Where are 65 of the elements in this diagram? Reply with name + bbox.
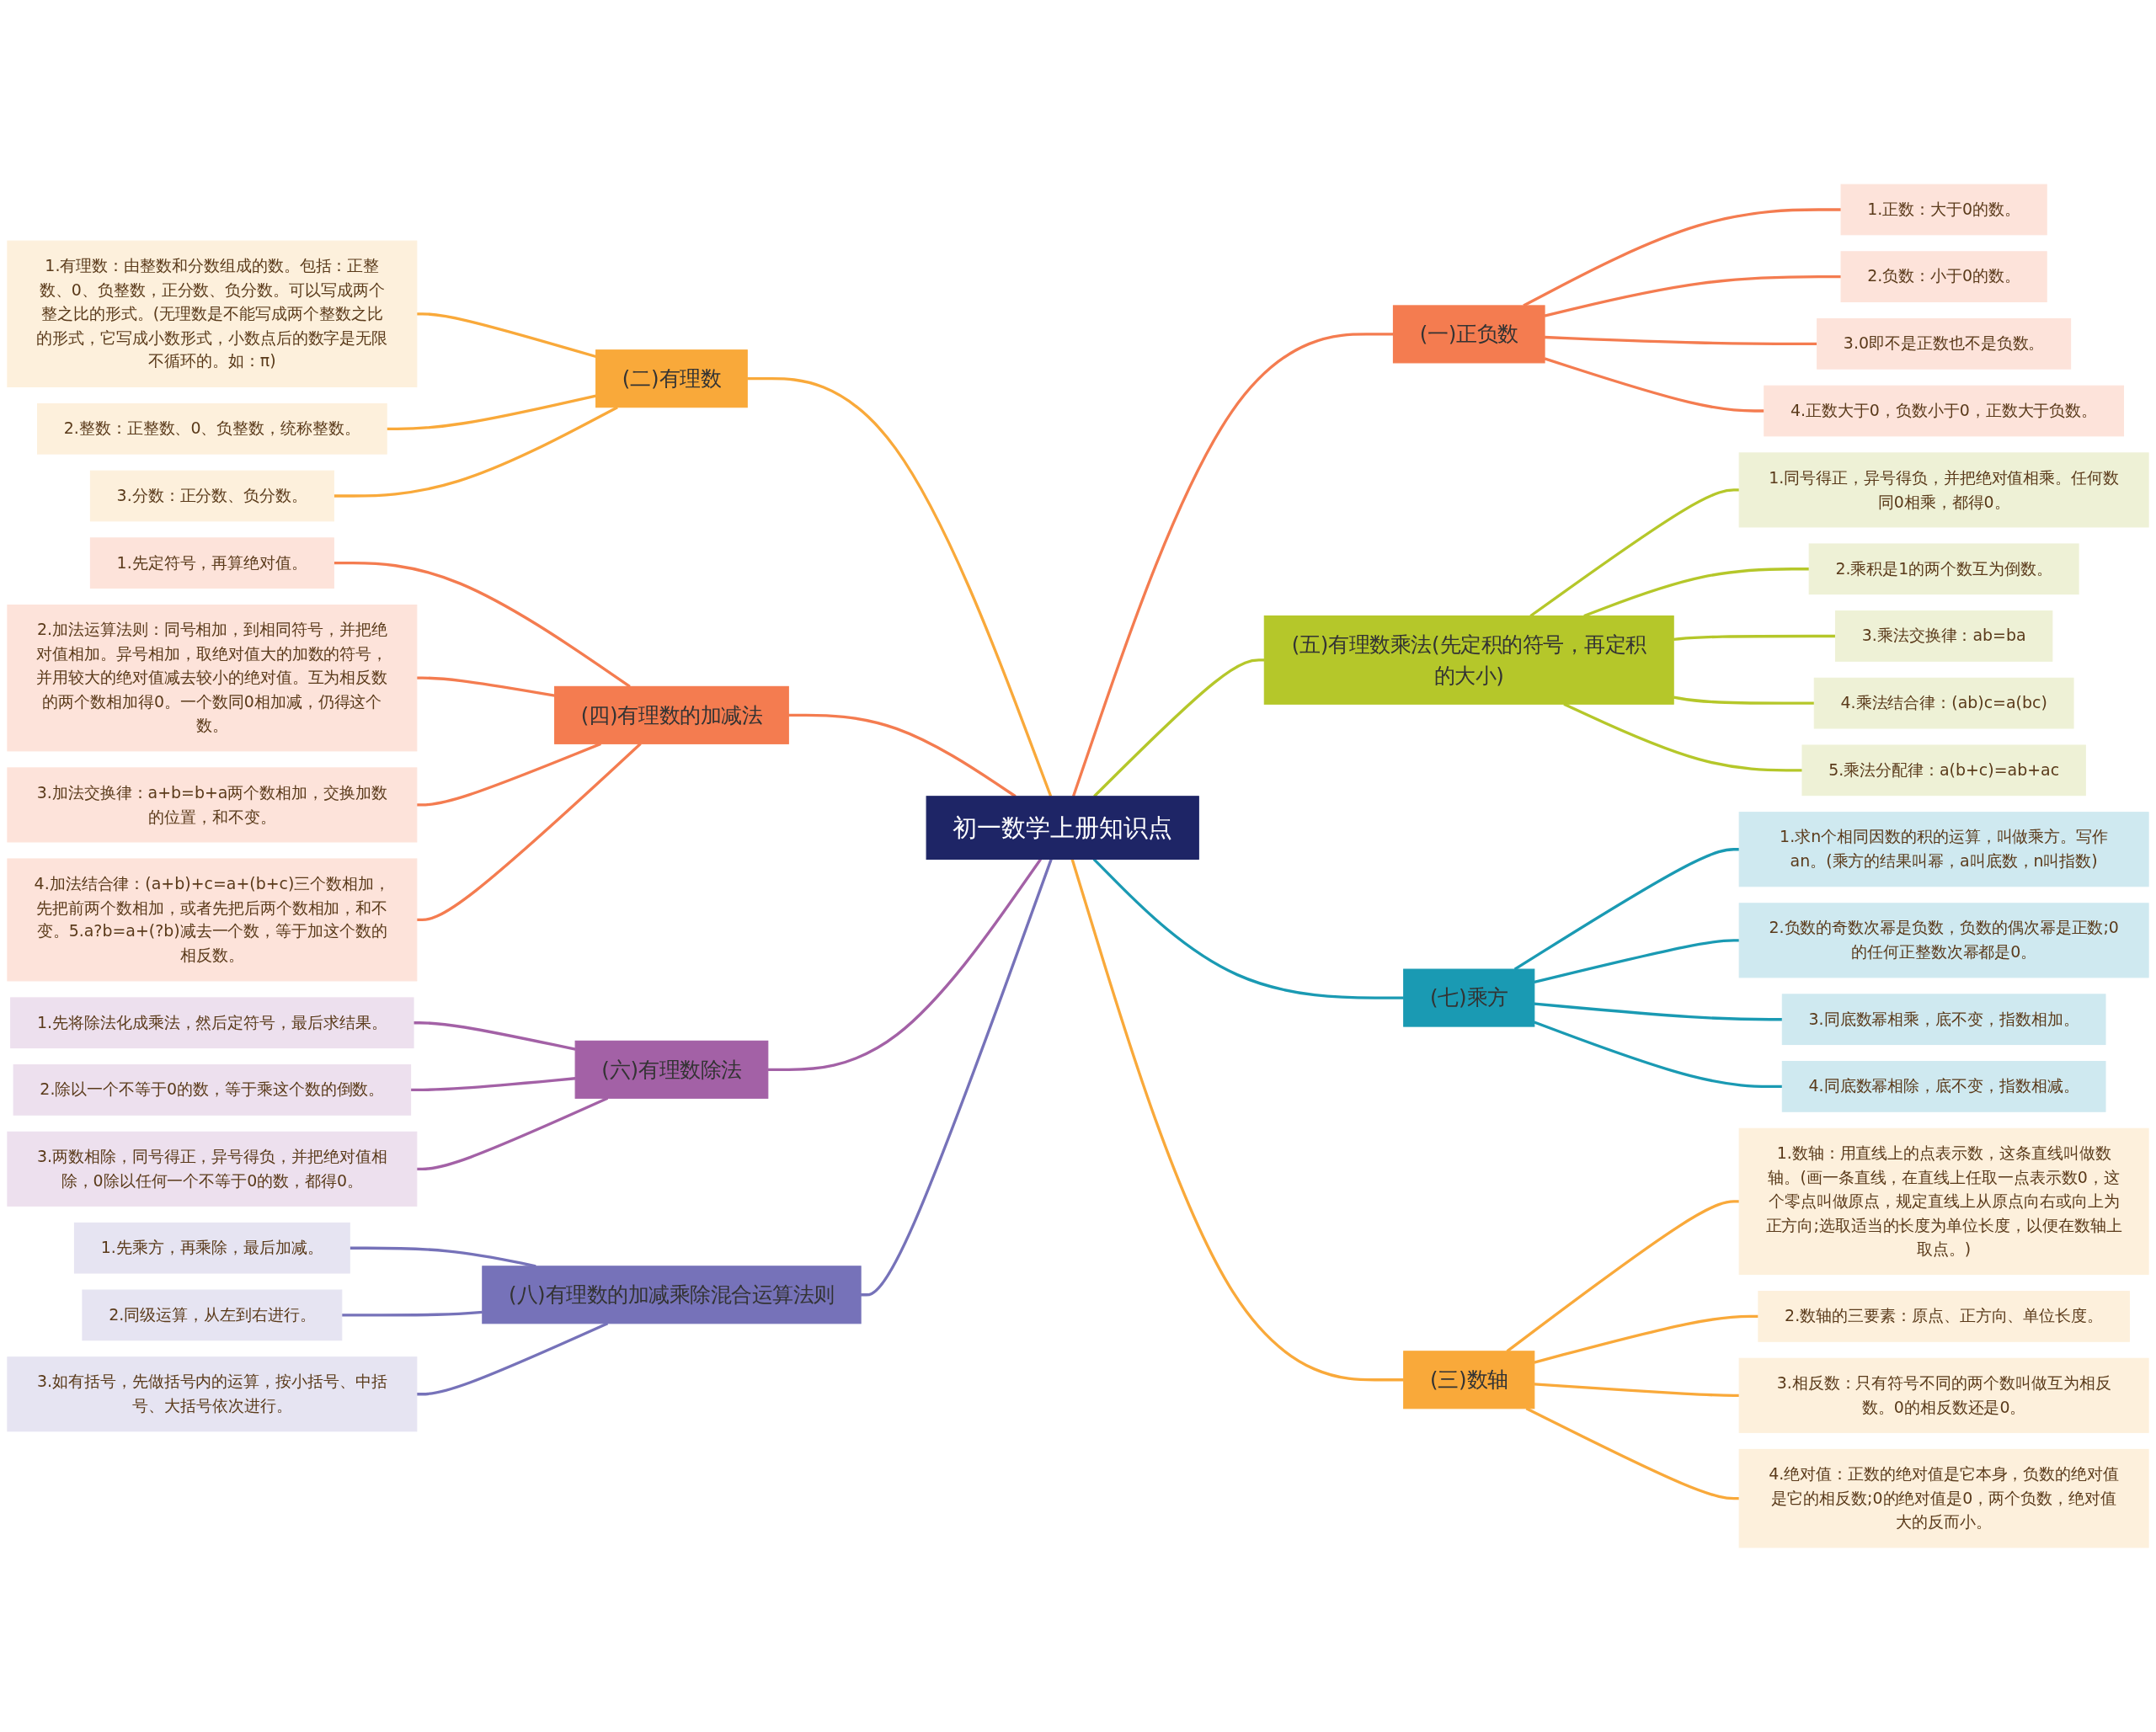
- node-box: (四)有理数的加减法: [554, 685, 789, 744]
- node-box: 2.负数：小于0的数。: [1840, 251, 2047, 302]
- connector: [1534, 1021, 1783, 1089]
- connector: [1525, 1407, 1740, 1500]
- node-box: 2.数轴的三要素：原点、正方向、单位长度。: [1758, 1291, 2130, 1342]
- connector: [1534, 1383, 1740, 1397]
- node-box: (五)有理数乘法(先定积的符号，再定积的大小): [1263, 615, 1674, 705]
- node-box: 1.正数：大于0的数。: [1840, 184, 2047, 236]
- node-box: 4.正数大于0，负数小于0，正数大于负数。: [1764, 385, 2125, 437]
- node-box: 5.乘法分配律：a(b+c)=ab+ac: [1801, 744, 2086, 797]
- connector: [1093, 658, 1265, 797]
- node-box: 1.先定符号，再算绝对值。: [89, 537, 334, 589]
- node-box: 1.先将除法化成乘法，然后定符号，最后求结果。: [10, 997, 414, 1049]
- node-box: 2.乘积是1的两个数互为倒数。: [1808, 543, 2079, 595]
- node-box: 4.绝对值：正数的绝对值是它本身，负数的绝对值是它的相反数;0的绝对值是0，两个负数，绝对值大的反而小。: [1738, 1448, 2149, 1548]
- connector: [1070, 858, 1404, 1382]
- node-box: (一)正负数: [1392, 305, 1545, 364]
- node-box: 4.乘法结合律：(ab)c=a(bc): [1813, 677, 2074, 729]
- node-box: (三)数轴: [1403, 1351, 1535, 1410]
- node-box: 2.整数：正整数、0、负整数，统称整数。: [37, 402, 387, 455]
- connector: [767, 858, 1042, 1071]
- node-box: (六)有理数除法: [574, 1040, 769, 1099]
- connector: [1534, 939, 1740, 983]
- connector: [1534, 1002, 1783, 1021]
- connector: [387, 394, 596, 430]
- connector: [334, 562, 631, 688]
- node-box: (二)有理数: [595, 349, 748, 408]
- connector: [747, 377, 1053, 797]
- node-box: 3.同底数幂相乘，底不变，指数相加。: [1781, 994, 2106, 1046]
- node-box: 4.加法结合律：(a+b)+c=a+(b+c)三个数相加，先把前两个数相加，或者先把后两个数相加，和不变。5.a?b=a+(?b)减去一个数，等于加这个数的相反数。: [7, 858, 418, 982]
- node-box: 1.有理数：由整数和分数组成的数。包括：正整数、0、负整数，正分数、负分数。可以写成两个整之比的形式。(无理数是不能写成两个整数之比的形式，它写成小数形式，小数点后的数字是无限不循环的。如：π): [7, 240, 418, 387]
- node-box: 1.同号得正，异号得负，并把绝对值相乘。任何数同0相乘，都得0。: [1738, 452, 2149, 528]
- node-box: 2.同级运算，从左到右进行。: [82, 1289, 343, 1341]
- node-box: (八)有理数的加减乘除混合运算法则: [482, 1266, 862, 1324]
- node-box: 2.加法运算法则：同号相加，到相同符号，并把绝对值相加。异号相加，取绝对值大的加数的符号，并用较大的绝对值减去较小的绝对值。互为相反数的两个数相加得0。一个数同0相加减，仍得这个数。: [7, 605, 418, 752]
- node-box: (七)乘方: [1403, 968, 1535, 1027]
- node-box: 3.0即不是正数也不是负数。: [1817, 317, 2072, 370]
- node-box: 3.分数：正分数、负分数。: [89, 470, 334, 522]
- node-box: 1.数轴：用直线上的点表示数，这条直线叫做数轴。(画一条直线，在直线上任取一点表示数0，这个零点叫做原点，规定直线上从原点向右或向上为正方向;选取适当的长度为单位长度，以便在数轴上取点。): [1738, 1127, 2149, 1276]
- node-box: 3.相反数：只有符号不同的两个数叫做互为相反数。0的相反数还是0。: [1738, 1357, 2149, 1433]
- node-box: 3.两数相除，同号得正，异号得负，并把绝对值相除，0除以任何一个不等于0的数，都得0。: [7, 1131, 418, 1207]
- node-box: 1.求n个相同因数的积的运算，叫做乘方。写作an。(乘方的结果叫幂，a叫底数，n叫指数): [1738, 812, 2149, 887]
- node-box: 2.负数的奇数次幂是负数，负数的偶次幂是正数;0的任何正整数次幂都是0。: [1738, 903, 2149, 978]
- node-box: 3.如有括号，先做括号内的运算，按小括号、中括号、大括号依次进行。: [7, 1356, 418, 1432]
- connector: [414, 1021, 576, 1051]
- node-box: 1.先乘方，再乘除，最后加减。: [73, 1222, 350, 1274]
- connector: [410, 1077, 576, 1092]
- connector: [416, 676, 555, 697]
- node-box: 2.除以一个不等于0的数，等于乘这个数的倒数。: [13, 1064, 412, 1116]
- connector: [334, 406, 618, 498]
- connector: [1513, 848, 1740, 971]
- node-box: 3.乘法交换律：ab=ba: [1834, 610, 2053, 662]
- node-box: 3.加法交换律：a+b=b+a两个数相加，交换加数的位置，和不变。: [7, 767, 418, 843]
- connector: [1545, 335, 1817, 345]
- connector: [1092, 858, 1404, 999]
- connector: [1673, 634, 1836, 642]
- connector: [1534, 1314, 1758, 1364]
- connector: [1071, 333, 1394, 797]
- node-box: 4.同底数幂相除，底不变，指数相减。: [1781, 1061, 2106, 1112]
- connector: [1529, 488, 1740, 617]
- connector: [416, 1322, 609, 1396]
- node-box: 初一数学上册知识点: [926, 796, 1199, 860]
- connector: [416, 743, 642, 922]
- connector: [341, 1310, 483, 1317]
- connector: [861, 858, 1053, 1297]
